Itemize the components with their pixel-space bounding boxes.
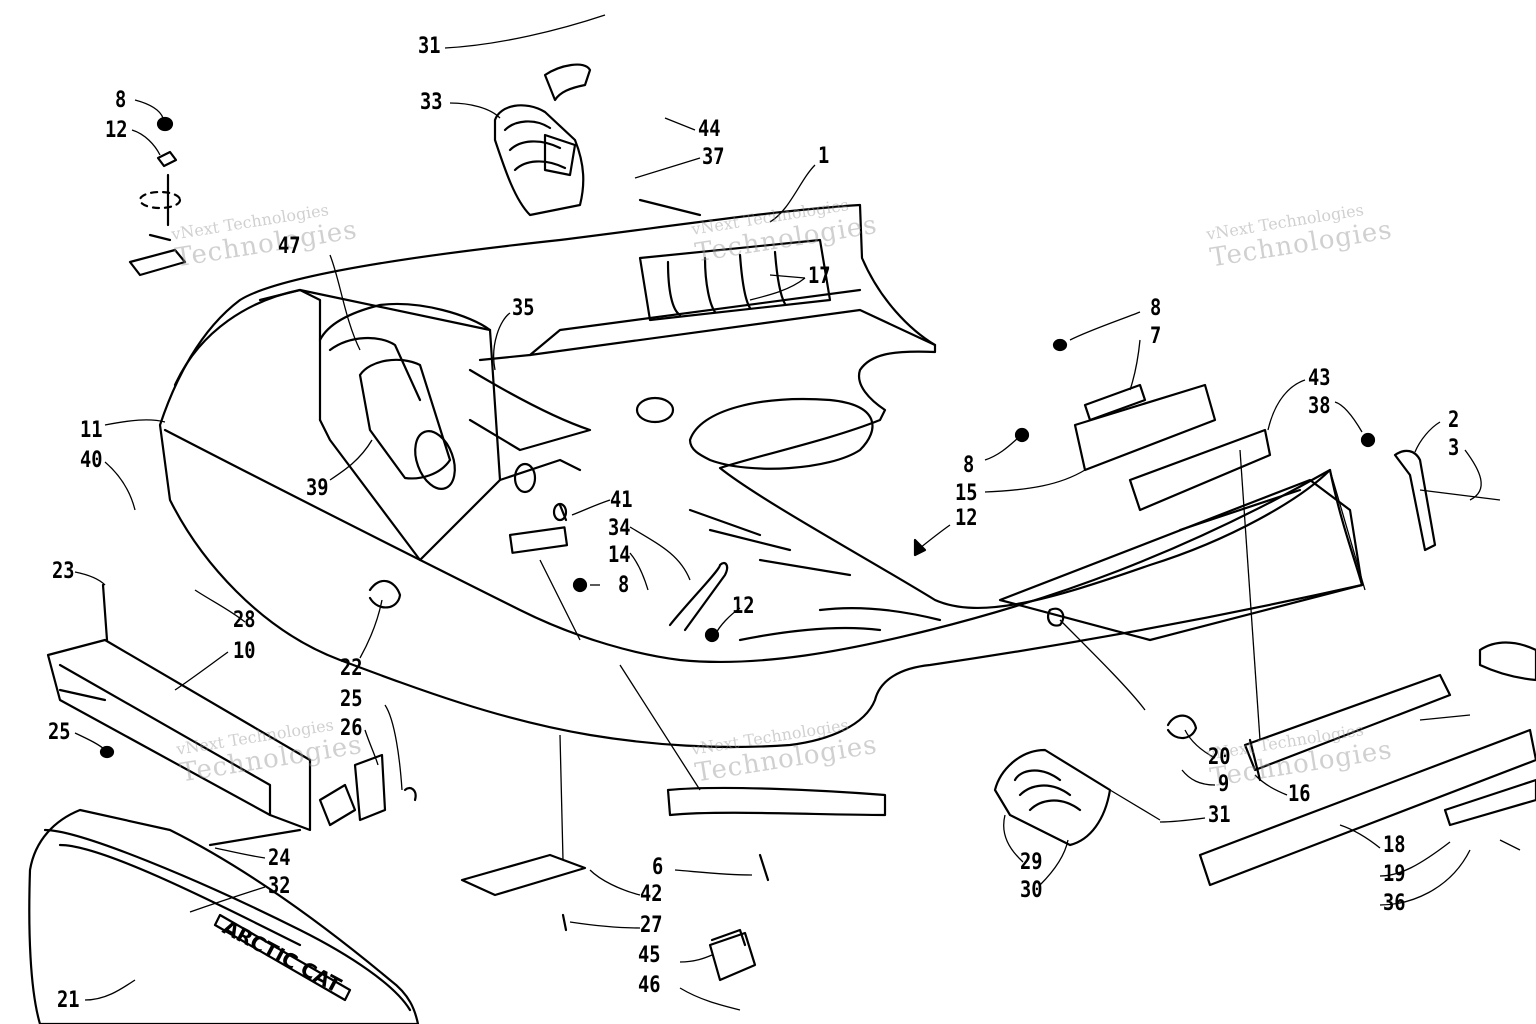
floor-line: [468, 368, 592, 452]
callout-label: 14: [608, 543, 631, 568]
callout-label: 40: [80, 448, 103, 473]
front-bumper-10: [46, 638, 312, 832]
callout-label: 31: [1208, 803, 1231, 828]
console-tower-front: [318, 418, 502, 562]
bracket-15: [1073, 383, 1217, 472]
floor-line-4: [738, 626, 882, 642]
callout-label: 17: [808, 264, 831, 289]
callout-label: 30: [1020, 878, 1043, 903]
callout-label: 29: [1020, 850, 1043, 875]
trim-strip-6: [666, 786, 887, 817]
bracket-26: [353, 753, 387, 822]
callout-label: 6: [652, 855, 664, 880]
hood-outline: [158, 203, 1364, 749]
callout-label: 10: [233, 639, 256, 664]
callout-label: 2: [1448, 408, 1460, 433]
callout-label: 36: [1383, 891, 1406, 916]
side-panel-right: [998, 478, 1364, 642]
callout-label: 15: [955, 481, 978, 506]
bracket-top-left: [128, 233, 187, 277]
callout-label: 11: [80, 418, 103, 443]
console-ridge: [258, 288, 492, 332]
callout-label: 12: [955, 506, 978, 531]
console-left-wall: [173, 288, 322, 422]
callout-label: 31: [418, 34, 441, 59]
callout-label: 8: [1150, 296, 1162, 321]
callout-label: 21: [57, 988, 80, 1013]
callout-label: 12: [105, 118, 128, 143]
dash-panel: [478, 308, 937, 362]
dash-vent: [638, 238, 832, 322]
callout-label: 43: [1308, 366, 1331, 391]
callout-label: 7: [1150, 324, 1162, 349]
callout-label: 35: [512, 296, 535, 321]
callout-label: 25: [48, 720, 71, 745]
callout-label: 39: [306, 476, 329, 501]
console-tower: [318, 303, 582, 482]
callout-label: 27: [640, 913, 663, 938]
callout-label: 16: [1288, 782, 1311, 807]
callout-label: 9: [1218, 772, 1230, 797]
floor-cutout: [688, 397, 874, 470]
callout-label: 24: [268, 846, 291, 871]
callout-label: 8: [963, 453, 975, 478]
callout-label: 8: [618, 573, 630, 598]
callout-label: 25: [340, 687, 363, 712]
callout-label: 18: [1383, 833, 1406, 858]
headlight-housing: [493, 104, 585, 217]
dash-edge: [528, 288, 862, 357]
callout-label: 26: [340, 716, 363, 741]
hinge-43: [1128, 428, 1272, 512]
callout-label: 23: [52, 559, 75, 584]
rear-rail-16: [1243, 673, 1452, 772]
callout-label: 42: [640, 882, 663, 907]
callout-label: 32: [268, 874, 291, 899]
console-scoop: [358, 358, 452, 480]
callout-label: 22: [340, 656, 363, 681]
nose-cone-21: [28, 808, 420, 1024]
tab-2: [1393, 449, 1437, 552]
callout-label: 38: [1308, 394, 1331, 419]
callout-label: 45: [638, 943, 661, 968]
clip-45: [708, 931, 757, 982]
callout-label: 34: [608, 516, 631, 541]
callout-label: 47: [278, 234, 301, 259]
callout-label: 20: [1208, 745, 1231, 770]
callout-label: 1: [818, 144, 830, 169]
footrest-strip: [1443, 778, 1536, 827]
callout-label: 41: [610, 488, 633, 513]
callout-label: 19: [1383, 862, 1406, 887]
callout-label: 37: [702, 145, 725, 170]
vent-29: [993, 748, 1112, 847]
callout-label: 44: [698, 117, 721, 142]
hood-front-rail: [163, 428, 1332, 664]
hinge-42: [460, 853, 587, 897]
callout-label: 8: [115, 88, 127, 113]
round-hole: [635, 396, 675, 424]
callout-label: 33: [420, 90, 443, 115]
callout-label: 46: [638, 973, 661, 998]
floor-line-2: [688, 508, 852, 577]
bracket-31-top: [543, 63, 592, 102]
callout-label: 12: [732, 594, 755, 619]
rect-cutout: [508, 526, 569, 554]
running-board: [1198, 728, 1536, 887]
callout-label: 3: [1448, 436, 1460, 461]
floor-line-3: [818, 606, 942, 622]
callout-label: 28: [233, 608, 256, 633]
